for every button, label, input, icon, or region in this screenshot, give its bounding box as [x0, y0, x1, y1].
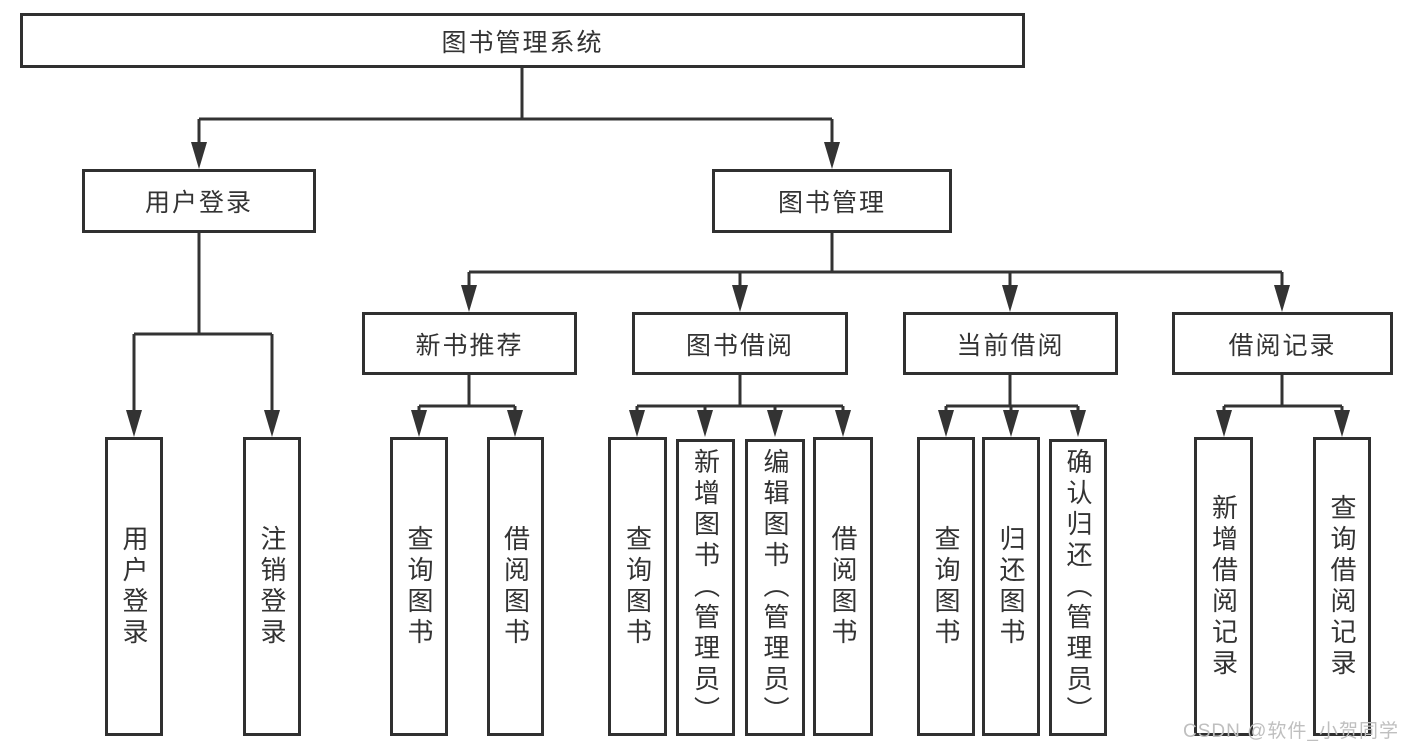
node-borrow-records: 借阅记录: [1172, 312, 1393, 375]
leaf-confirm-return-admin: 确认归还（管理员）: [1049, 439, 1107, 736]
leaf-query-borrow-record: 查询借阅记录: [1313, 437, 1371, 736]
node-new-book-recommend: 新书推荐: [362, 312, 577, 375]
leaf-return-books: 归还图书: [982, 437, 1040, 736]
leaf-user-login: 用户登录: [105, 437, 163, 736]
leaf-add-borrow-record: 新增借阅记录: [1194, 437, 1253, 736]
leaf-query-books-recommend: 查询图书: [390, 437, 448, 736]
leaf-borrow-books-recommend: 借阅图书: [487, 437, 544, 736]
leaf-add-books-admin: 新增图书（管理员）: [676, 439, 735, 736]
node-book-borrowing: 图书借阅: [632, 312, 848, 375]
node-book-management: 图书管理: [712, 169, 952, 233]
leaf-logout: 注销登录: [243, 437, 301, 736]
leaf-query-books-borrowing: 查询图书: [608, 437, 667, 736]
csdn-watermark: CSDN @软件_小贺同学: [1183, 721, 1399, 742]
leaf-edit-books-admin: 编辑图书（管理员）: [745, 439, 805, 736]
leaf-query-books-current: 查询图书: [917, 437, 975, 736]
node-root-system: 图书管理系统: [20, 13, 1025, 68]
node-current-borrowing: 当前借阅: [903, 312, 1118, 375]
node-user-login: 用户登录: [82, 169, 316, 233]
leaf-borrow-books: 借阅图书: [813, 437, 873, 736]
